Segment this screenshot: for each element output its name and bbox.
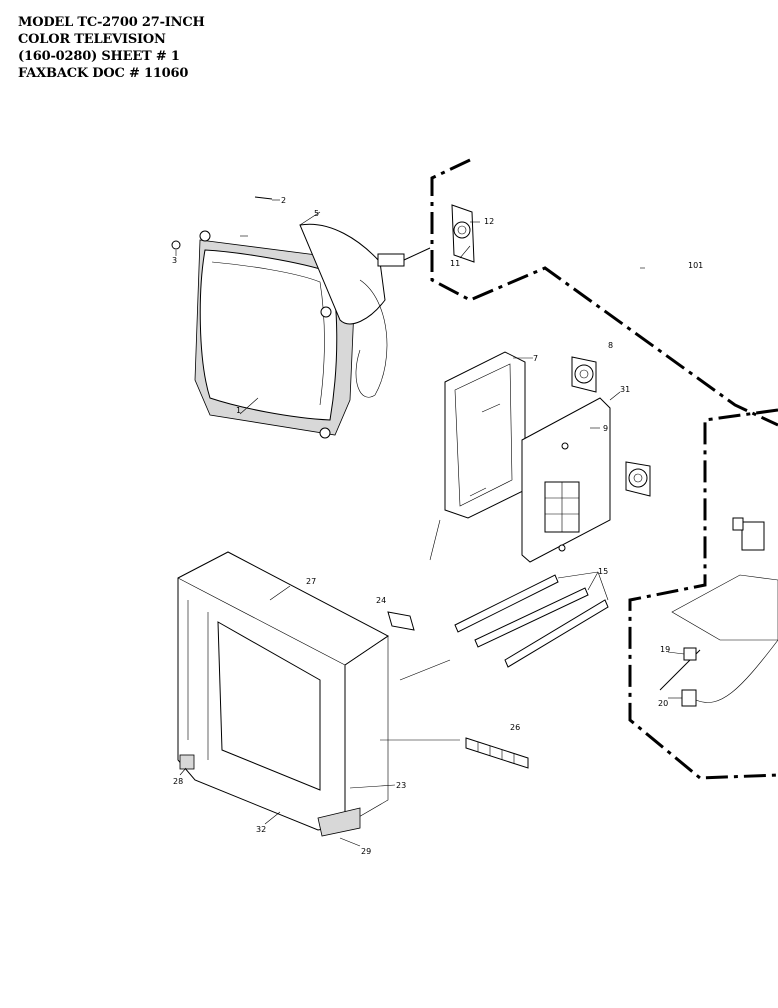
callout-12: 12 [484, 217, 494, 226]
side-parts [659, 517, 778, 707]
callout-9: 9 [603, 424, 608, 433]
callout-1: 1 [236, 406, 241, 415]
callout-2: 2 [281, 196, 286, 205]
bracket-24 [387, 611, 415, 631]
callout-26: 26 [510, 723, 520, 732]
callout-11: 11 [450, 259, 460, 268]
callout-27: 27 [306, 577, 316, 586]
callout-32: 32 [256, 825, 266, 834]
subassembly-boundary-lower [628, 408, 778, 780]
callout-31: 31 [620, 385, 630, 394]
callout-23: 23 [396, 781, 406, 790]
speaker-right [625, 461, 651, 497]
header-sheet: (160-0280) SHEET # 1 [18, 49, 180, 64]
front-bezel-panel [444, 351, 526, 519]
picture-tube-assembly [171, 196, 431, 439]
speaker-12 [451, 204, 475, 263]
callout-7: 7 [533, 354, 538, 363]
callout-8: 8 [608, 341, 613, 350]
callout-101: 101 [688, 261, 703, 270]
header-faxback: FAXBACK DOC # 11060 [18, 66, 189, 81]
callout-19: 19 [660, 645, 670, 654]
callout-3: 3 [172, 256, 177, 265]
callout-15: 15 [598, 567, 608, 576]
header-product: COLOR TELEVISION [18, 32, 166, 47]
callout-28: 28 [173, 777, 183, 786]
document-header: MODEL TC-2700 27-INCH COLOR TELEVISION (… [18, 14, 205, 82]
callout-20: 20 [658, 699, 668, 708]
callout-5: 5 [314, 209, 319, 218]
callout-24: 24 [376, 596, 386, 605]
subassembly-boundary [430, 158, 778, 427]
callout-labels: 1 2 3 5 7 8 9 11 12 15 19 20 23 24 26 27… [172, 196, 703, 856]
control-panel [521, 397, 611, 563]
header-model: MODEL TC-2700 27-INCH [18, 15, 205, 30]
terminal-strip [465, 737, 529, 769]
guide-rails [454, 574, 609, 668]
leader-lines [175, 199, 685, 847]
speaker-8 [571, 356, 597, 393]
cabinet [177, 551, 389, 837]
callout-29: 29 [361, 847, 371, 856]
